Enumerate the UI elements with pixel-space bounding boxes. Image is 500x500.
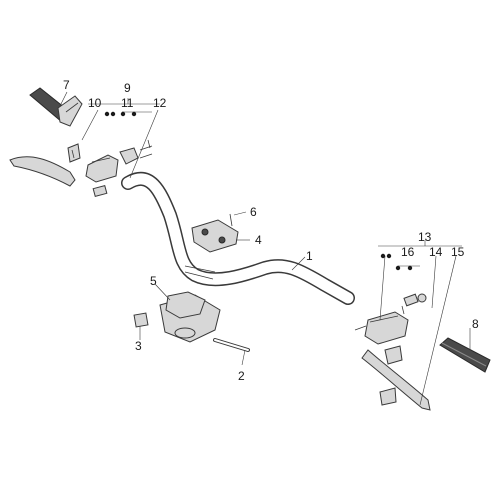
callout-13: 13	[418, 230, 432, 244]
callout-15: 15	[451, 245, 465, 259]
callout-6: 6	[250, 205, 257, 219]
left-brake-lever	[9, 156, 76, 187]
callout-labels: 1 2 3 4 5 6 7 8 9 10 11 12 13 14 15 16	[63, 78, 479, 383]
callout-11: 11	[121, 96, 134, 110]
lower-mount	[133, 291, 250, 352]
callout-8: 8	[472, 317, 479, 331]
left-switch-housing	[67, 143, 119, 198]
left-clamp	[119, 145, 153, 165]
callout-10: 10	[88, 96, 102, 110]
callout-5: 5	[150, 274, 157, 288]
callout-3: 3	[135, 339, 142, 353]
callout-14: 14	[429, 245, 443, 259]
callout-16: 16	[401, 245, 415, 259]
callout-7: 7	[63, 78, 70, 92]
callout-1: 1	[306, 249, 313, 263]
callout-4: 4	[255, 233, 262, 247]
right-grip	[439, 337, 491, 373]
callout-12: 12	[153, 96, 167, 110]
handlebar	[121, 171, 355, 305]
center-clamp	[191, 213, 239, 253]
screws	[71, 139, 405, 315]
right-master-cylinder	[354, 293, 427, 365]
right-brake-lever	[361, 349, 431, 411]
callout-9: 9	[124, 81, 131, 95]
leader-lines	[59, 91, 471, 406]
callout-dots	[104, 111, 413, 271]
callout-2: 2	[238, 369, 245, 383]
left-grip	[29, 87, 83, 127]
